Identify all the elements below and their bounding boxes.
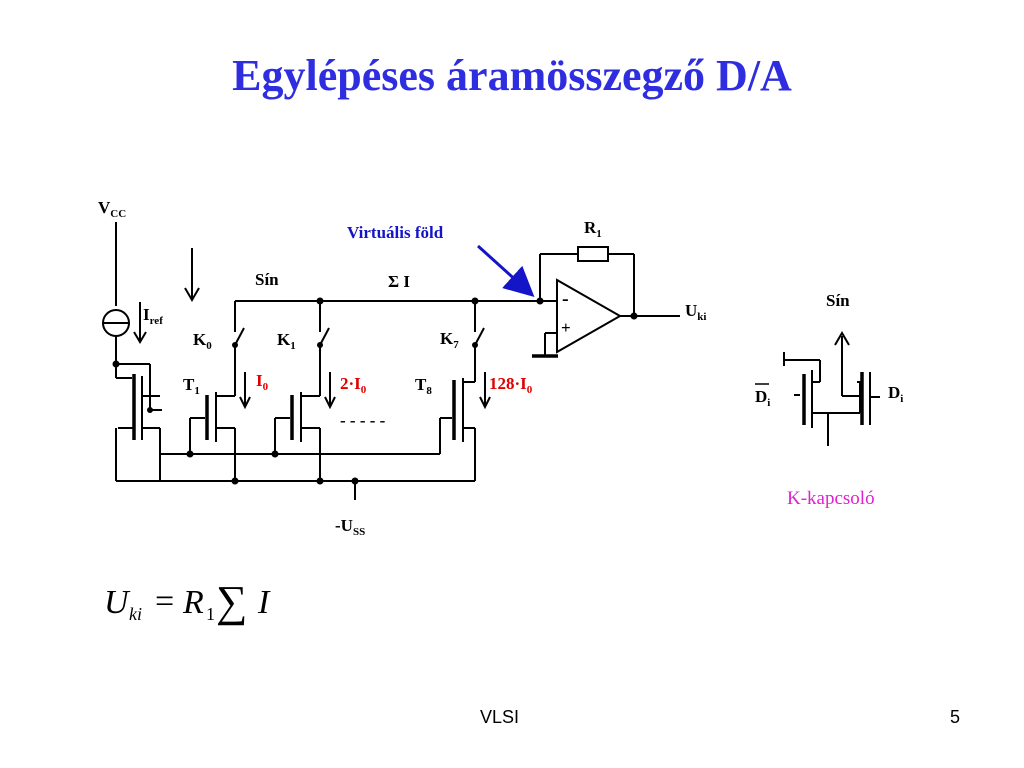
k-switch-caption: K-kapcsoló [787,488,875,509]
i7-arrow [479,372,491,410]
page-number: 5 [950,707,961,727]
switch-k7 [472,301,485,348]
transistor-t2 [274,345,321,481]
uss-label: -USS [335,516,365,538]
switch-k1 [317,301,330,348]
iref-label: Iref [143,305,163,327]
svg-text:U: U [104,584,131,621]
i7-label: 128·I0 [489,374,533,396]
uki-label: Uki [685,301,706,323]
svg-text:ki: ki [129,604,142,624]
reference-current-source [102,222,130,364]
reference-transistor [115,363,162,481]
opamp-plus-label: + [561,318,571,337]
i1-label: 2·I0 [340,374,367,396]
opamp-minus-label: - [562,288,569,310]
i1-arrow [324,372,336,410]
equation: U ki = R 1 ∑ I [104,577,271,626]
i0-label: I0 [256,371,269,393]
k7-label: K7 [440,329,459,351]
di-label: Di [888,383,903,405]
transistor-t8 [439,345,476,482]
footer-label: VLSI [480,707,520,727]
vcc-label: VCC [98,198,126,220]
di-bar-label: Di [755,387,770,409]
svg-text:=: = [155,583,174,620]
current-direction-arrow [184,248,200,302]
slide-title: Egylépéses áramösszegző D/A [232,51,792,100]
sum-i-label: Σ I [388,272,410,291]
virtual-ground-label: Virtuális föld [347,223,444,242]
i0-arrow [239,372,251,410]
svg-text:I: I [257,584,271,621]
detail-sin-label: Sín [826,291,850,310]
t8-label: T8 [415,375,432,397]
opamp [532,278,680,358]
feedback-resistor [539,246,635,316]
k1-label: K1 [277,330,296,352]
svg-text:R: R [182,584,204,621]
switch-k0 [232,301,245,348]
transistor-t1 [189,345,236,481]
k-switch-detail [783,331,880,446]
k0-label: K0 [193,330,212,352]
svg-text:∑: ∑ [216,577,247,626]
dashes-label: - - - - - [340,411,386,430]
r1-label: R1 [584,218,602,240]
iref-arrow [133,302,147,344]
sin-label: Sín [255,270,279,289]
virtual-ground-arrow [476,244,535,298]
t1-label: T1 [183,375,200,397]
svg-text:1: 1 [206,604,215,624]
